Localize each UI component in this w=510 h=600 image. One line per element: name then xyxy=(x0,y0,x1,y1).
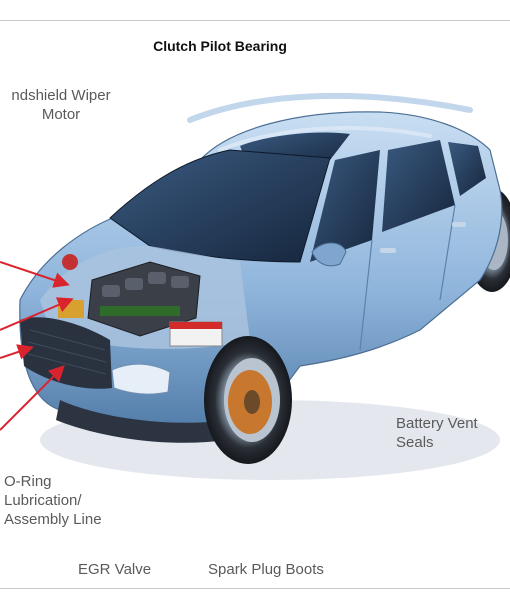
label-egr-valve: EGR Valve xyxy=(78,561,152,578)
door-handle xyxy=(380,248,396,253)
door-seam-rear xyxy=(439,204,456,301)
diagram-title: Clutch Pilot Bearing xyxy=(153,38,287,54)
bottom-rule xyxy=(0,588,510,589)
top-rule xyxy=(0,20,510,21)
grille-slats xyxy=(27,329,107,375)
front-grille xyxy=(20,317,112,389)
label-o-ring-lubrication: O-Ring Lubrication/ Assembly Line xyxy=(4,472,144,529)
rear-side-window xyxy=(382,140,455,232)
engine-block xyxy=(87,261,201,337)
reservoir-cap xyxy=(62,254,78,270)
door-seam xyxy=(359,239,373,351)
front-bumper-intake xyxy=(56,400,230,443)
label-line: Seals xyxy=(396,434,434,451)
battery xyxy=(169,321,223,347)
label-line: Battery Vent xyxy=(396,415,478,432)
arrow-egr xyxy=(0,344,34,360)
headlight xyxy=(111,363,171,395)
roof-rail xyxy=(187,92,473,123)
front-side-window xyxy=(310,150,380,262)
label-line: ndshield Wiper xyxy=(11,87,111,104)
arrow-wiper-motor xyxy=(0,261,70,288)
label-spark-plug-boots: Spark Plug Boots xyxy=(208,561,324,578)
door-handle-rear xyxy=(452,222,466,227)
quarter-window xyxy=(448,142,486,196)
label-line: Assembly Line xyxy=(4,511,102,528)
side-mirror xyxy=(311,242,347,267)
arrow-clutch xyxy=(0,297,74,331)
label-line: Lubrication/ xyxy=(4,492,82,509)
front-wheel xyxy=(204,336,292,464)
arrow-oring xyxy=(0,365,65,431)
label-battery-vent-seals: Battery Vent Seals xyxy=(396,414,506,452)
label-line: O-Ring xyxy=(4,473,52,490)
label-line: Motor xyxy=(41,106,81,123)
callout-arrows xyxy=(0,261,74,431)
label-windshield-wiper-motor: ndshield Wiper Motor xyxy=(0,86,126,124)
roof-rail-front xyxy=(218,125,432,152)
